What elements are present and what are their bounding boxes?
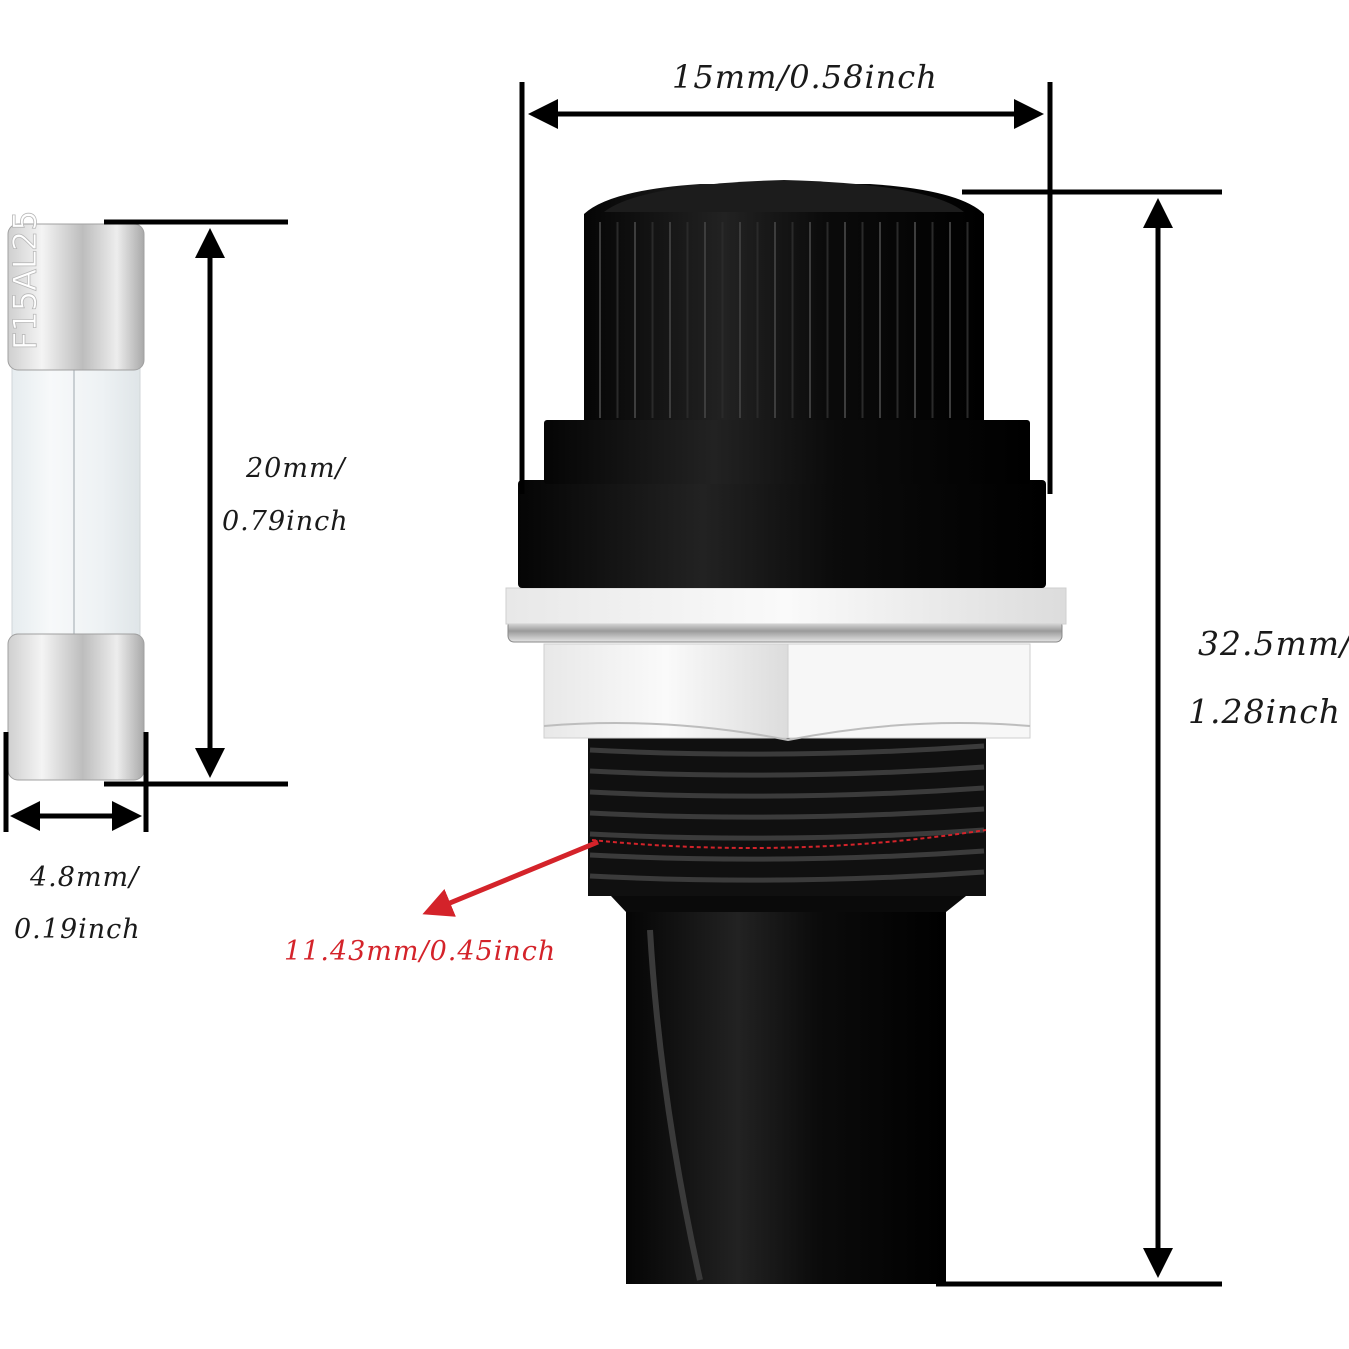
panel-washer <box>505 587 1067 625</box>
holder-height-label-line1: 32.5mm/ <box>1198 624 1349 663</box>
holder-body-highlight <box>647 929 703 1281</box>
fuse-diameter-label-line2: 0.19inch <box>14 914 141 945</box>
thread-ridge <box>589 806 985 820</box>
thread-ridge <box>589 785 985 799</box>
thread-ridge <box>589 827 985 841</box>
holder-width-label: 15mm/0.58inch <box>672 58 938 96</box>
fuse-cap-top <box>604 180 964 212</box>
glass-fuse: F15AL25 <box>6 210 145 781</box>
panel-fuse-holder <box>505 180 1067 1284</box>
cap-knurl-ribs <box>599 222 969 418</box>
holder-height-dimension <box>936 189 1222 1287</box>
fuse-length-label-line1: 20mm/ <box>246 453 346 484</box>
fuse-diameter-label-line1: 4.8mm/ <box>30 862 140 893</box>
holder-height-label-line2: 1.28inch <box>1188 692 1342 731</box>
thread-ridge <box>589 764 985 778</box>
hex-nut-chamfer <box>543 722 1031 742</box>
holder-flange <box>518 480 1046 588</box>
holder-width-dimension <box>519 82 1053 494</box>
fuse-top-cap <box>7 223 145 371</box>
hex-nut-left-face <box>543 643 789 739</box>
thread-ridge <box>589 869 985 883</box>
hex-nut-right-face <box>787 643 1031 739</box>
thread-diameter-label: 11.43mm/0.45inch <box>284 936 557 967</box>
fuse-glass-tube <box>11 367 141 639</box>
thread-ridges <box>589 743 985 883</box>
holder-flange-top <box>544 420 1030 484</box>
fuse-diameter-dimension <box>3 732 149 832</box>
holder-body <box>626 908 946 1284</box>
thread-callout-arrow <box>422 839 599 917</box>
fuse-cap <box>584 184 984 420</box>
fuse-length-label-line2: 0.79inch <box>222 506 349 537</box>
thread-ridge <box>589 848 985 862</box>
fuse-marking: F15AL25 <box>6 210 44 350</box>
fuse-length-dimension <box>104 219 288 787</box>
thread-ridge <box>589 743 985 757</box>
hex-nut <box>543 643 1031 742</box>
fuse-bottom-cap <box>7 633 145 781</box>
thread-measure-line <box>591 829 987 849</box>
